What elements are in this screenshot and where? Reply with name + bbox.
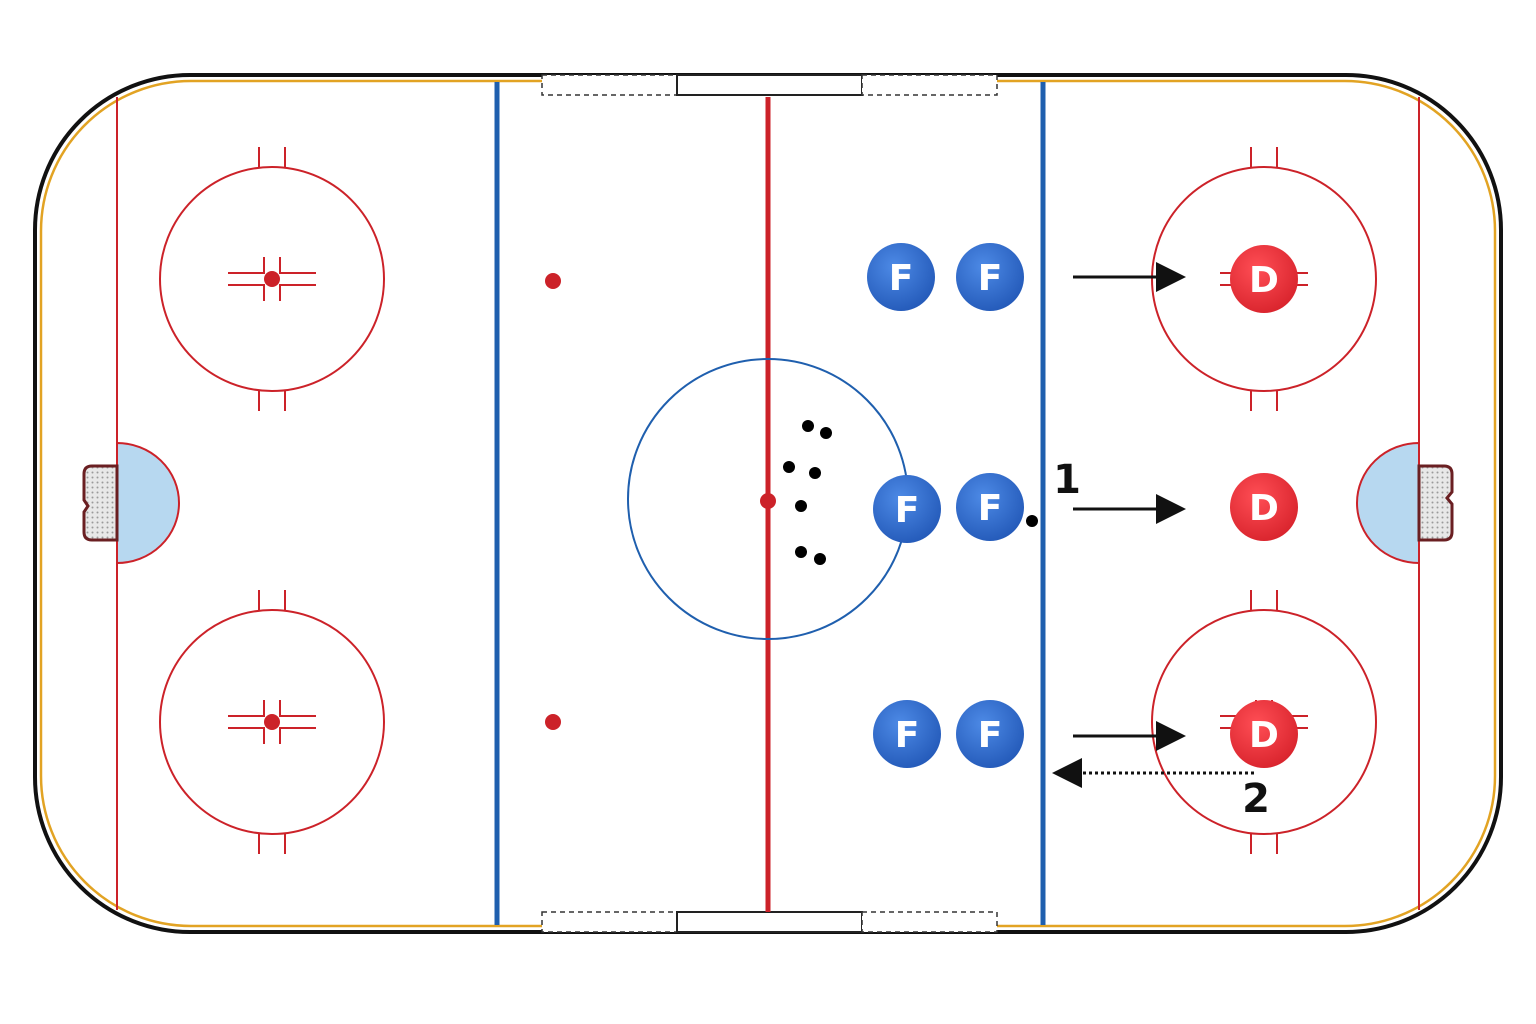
svg-text:D: D — [1249, 715, 1279, 756]
defense-player: D — [1230, 700, 1298, 768]
bench-bottom — [541, 911, 998, 933]
svg-text:F: F — [889, 258, 914, 299]
goal-crease-left — [116, 441, 180, 565]
puck — [783, 461, 795, 473]
forward-player: F — [956, 700, 1024, 768]
defense-player: D — [1230, 473, 1298, 541]
faceoff-circle-left-top — [159, 147, 385, 411]
puck-pile — [783, 420, 832, 565]
forward-player: F — [873, 475, 941, 543]
svg-text:D: D — [1249, 488, 1279, 529]
forward-player: F — [956, 473, 1024, 541]
step-label-2: 2 — [1242, 776, 1270, 822]
puck — [809, 467, 821, 479]
faceoff-circle-left-bottom — [159, 590, 385, 854]
bench-top — [541, 74, 998, 96]
puck — [814, 553, 826, 565]
svg-text:F: F — [895, 715, 920, 756]
goal-net-icon — [82, 464, 119, 542]
svg-text:F: F — [978, 715, 1003, 756]
svg-text:F: F — [978, 488, 1003, 529]
puck — [802, 420, 814, 432]
puck — [795, 500, 807, 512]
svg-text:D: D — [1249, 260, 1279, 301]
forward-player: F — [867, 243, 935, 311]
puck — [820, 427, 832, 439]
center-faceoff-dot — [760, 493, 776, 509]
goal-net-icon — [1417, 464, 1454, 542]
goal-crease-right — [1356, 441, 1420, 565]
neutral-dot-top — [545, 273, 561, 289]
svg-text:F: F — [978, 258, 1003, 299]
forward-player: F — [873, 700, 941, 768]
puck — [795, 546, 807, 558]
neutral-dot-bottom — [545, 714, 561, 730]
forward-player: F — [956, 243, 1024, 311]
step-label-1: 1 — [1053, 457, 1081, 503]
svg-text:F: F — [895, 490, 920, 531]
puck — [1026, 515, 1038, 527]
defense-player: D — [1230, 245, 1298, 313]
